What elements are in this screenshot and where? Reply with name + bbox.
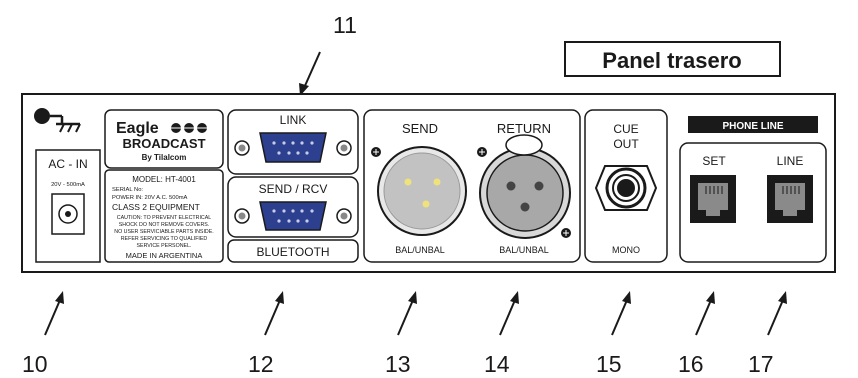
info-caution-4: REFER SERVICING TO QUALIFIED (121, 236, 208, 242)
bluetooth-box (227, 239, 359, 263)
return-sub-label: BAL/UNBAL (499, 245, 549, 255)
page-title: Panel trasero (602, 48, 741, 73)
info-caution-3: NO USER SERVICIABLE PARTS INSIDE. (114, 229, 214, 235)
link-db9-connector (234, 132, 352, 163)
info-class: CLASS 2 EQUIPMENT (112, 202, 200, 212)
return-label: RETURN (497, 121, 551, 136)
callout-16: 16 (678, 351, 704, 377)
set-label: SET (702, 154, 726, 168)
send-xlr-connector (371, 146, 467, 236)
arrow-head-icon (299, 83, 309, 96)
line-label: LINE (777, 154, 804, 168)
set-rj11-jack (690, 175, 736, 223)
callout-12: 12 (248, 351, 274, 377)
title-box (564, 41, 781, 77)
brand-plate (104, 109, 224, 169)
info-power: POWER IN: 20V A.C. 500mA (112, 195, 188, 201)
callout-10: 10 (22, 351, 48, 377)
brand-maker: By Tilalcom (142, 153, 187, 162)
brand-line2: BROADCAST (122, 136, 205, 151)
send-rcv-db9-connector (234, 201, 352, 231)
ac-in-rating: 20V - 500mA (51, 182, 85, 188)
info-model: MODEL: HT-4001 (132, 175, 196, 184)
mono-label: MONO (612, 245, 640, 255)
brand-logo-icon (170, 123, 210, 133)
info-serial: SERIAL No: (112, 187, 143, 193)
line-rj11-jack (767, 175, 813, 223)
callout-17: 17 (748, 351, 774, 377)
ground-icon (34, 108, 81, 133)
info-plate (104, 169, 224, 263)
info-caution-5: SERVICE PERSONEL. (137, 243, 192, 249)
phone-jacks-box (679, 142, 827, 263)
phone-line-header (688, 116, 818, 133)
return-xlr-connector (477, 134, 571, 239)
send-label: SEND (402, 121, 438, 136)
info-caution-1: CAUTION: TO PREVENT ELECTRICAL (117, 215, 212, 221)
out-label: OUT (613, 137, 639, 151)
ac-in-label: AC - IN (48, 157, 87, 171)
callout-11-arrow (303, 51, 321, 89)
send-sub-label: BAL/UNBAL (395, 245, 445, 255)
callout-arrows (44, 291, 787, 336)
callout-14: 14 (484, 351, 510, 377)
info-caution-2: SHOCK DO NOT REMOVE COVERS. (119, 222, 210, 228)
link-label: LINK (280, 113, 307, 127)
callout-11: 11 (333, 12, 357, 38)
callout-13: 13 (385, 351, 411, 377)
info-origin: MADE IN ARGENTINA (126, 251, 203, 260)
send-rcv-label: SEND / RCV (259, 182, 328, 196)
cue-label: CUE (613, 122, 638, 136)
brand-name: Eagle (116, 120, 159, 137)
cue-out-jack-icon (594, 165, 658, 211)
bluetooth-label: BLUETOOTH (256, 245, 329, 259)
phone-line-label: PHONE LINE (722, 121, 783, 132)
callout-15: 15 (596, 351, 622, 377)
